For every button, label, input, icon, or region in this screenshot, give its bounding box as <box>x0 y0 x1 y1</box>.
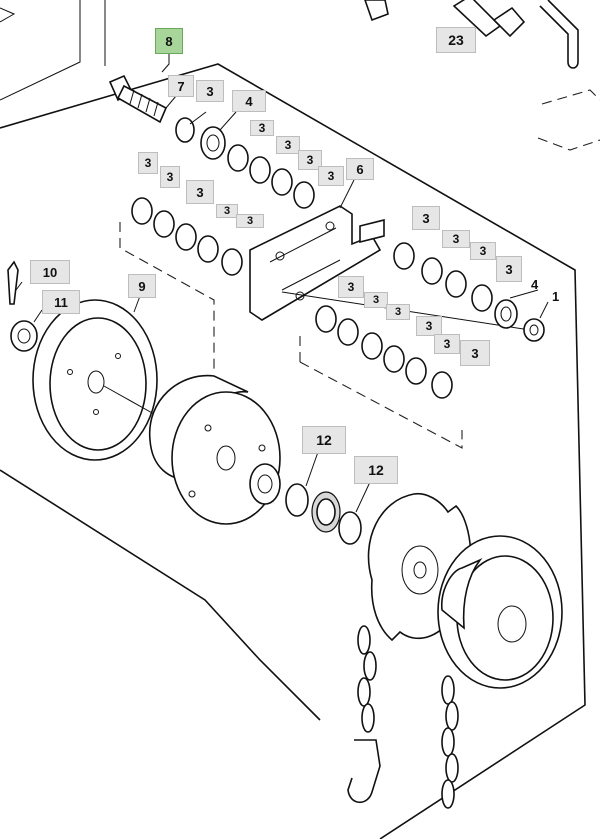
callout-8-selected[interactable]: 8 <box>155 28 183 54</box>
washer-row-a1 <box>227 144 249 172</box>
wheel-9-drawing <box>32 299 158 461</box>
callout-3-row-b2[interactable]: 3 <box>160 166 180 188</box>
callout-3-row-b5[interactable]: 3 <box>236 214 264 228</box>
label-1[interactable]: 1 <box>552 289 560 304</box>
washer-row-d3 <box>361 332 383 360</box>
callout-3-row-d6[interactable]: 3 <box>460 340 490 366</box>
callout-3-row-a1[interactable]: 3 <box>250 120 274 136</box>
callout-23[interactable]: 23 <box>436 27 476 53</box>
callout-3-bolt[interactable]: 3 <box>196 80 224 102</box>
gear-drawing <box>311 491 341 533</box>
washer-row-a4 <box>293 181 315 209</box>
callout-12-washer[interactable]: 12 <box>354 456 398 484</box>
washer-row-b2 <box>153 210 175 238</box>
group-outline <box>0 63 586 839</box>
washer-row-a2 <box>249 156 271 184</box>
wheel-right-drawing <box>437 535 563 689</box>
washer-12b-drawing <box>338 511 362 545</box>
callout-12-gear[interactable]: 12 <box>302 426 346 454</box>
callout-3-row-b1[interactable]: 3 <box>138 152 158 174</box>
washer-row-d2 <box>337 318 359 346</box>
washer-row-b3 <box>175 223 197 251</box>
washer-row-d4 <box>383 345 405 373</box>
washer-row-c2 <box>421 257 443 285</box>
bushing-drawing <box>249 463 281 505</box>
washer-row-c4 <box>471 284 493 312</box>
callout-6[interactable]: 6 <box>346 158 374 180</box>
page-frame-left <box>0 0 81 101</box>
washer-12-drawing <box>285 483 309 517</box>
callout-3-row-a3[interactable]: 3 <box>298 150 322 170</box>
callout-7[interactable]: 7 <box>168 75 194 97</box>
callout-3-row-d2[interactable]: 3 <box>364 292 388 308</box>
washer-row-b5 <box>221 248 243 276</box>
callout-4-upper[interactable]: 4 <box>232 90 266 112</box>
nut-4-upper <box>200 126 226 160</box>
group-outline-lower <box>0 469 321 721</box>
bolt-23-drawing <box>452 0 526 38</box>
washer-row-d1 <box>315 305 337 333</box>
nut-1 <box>523 318 545 342</box>
leader-lines <box>15 54 549 513</box>
callout-3-row-c3[interactable]: 3 <box>470 242 496 260</box>
plate-6-drawing <box>249 205 385 321</box>
dashed-guide-right <box>299 361 463 449</box>
washer-row-c1 <box>393 242 415 270</box>
washer-row-a3 <box>271 168 293 196</box>
nut-4-right <box>494 299 518 329</box>
callout-3-row-d4[interactable]: 3 <box>416 316 442 336</box>
callout-3-row-d5[interactable]: 3 <box>434 334 460 354</box>
left-fragment <box>0 7 16 23</box>
callout-10[interactable]: 10 <box>30 260 70 284</box>
dashed-guide-left <box>119 222 215 372</box>
callout-3-row-c4[interactable]: 3 <box>496 256 522 282</box>
washer-row-d5 <box>405 357 427 385</box>
nut-11-drawing <box>10 320 38 352</box>
washer-row-b4 <box>197 235 219 263</box>
washer-row-c3 <box>445 270 467 298</box>
callout-3-row-a2[interactable]: 3 <box>276 136 300 154</box>
callout-3-row-d3[interactable]: 3 <box>386 304 410 320</box>
label-4-right[interactable]: 4 <box>531 277 539 292</box>
washer-row-d6 <box>431 371 453 399</box>
chain-right-drawing <box>441 675 459 809</box>
callout-3-row-b4[interactable]: 3 <box>216 204 238 218</box>
washer-row-b1 <box>131 197 153 225</box>
callout-3-row-c2[interactable]: 3 <box>442 230 470 248</box>
callout-3-row-d1[interactable]: 3 <box>338 276 364 298</box>
callout-9[interactable]: 9 <box>128 274 156 298</box>
bolt-7-drawing <box>108 74 168 124</box>
chain-left-drawing <box>347 625 381 804</box>
pin-top-drawing <box>364 0 389 22</box>
callout-11[interactable]: 11 <box>42 290 80 314</box>
washer-3-upper <box>175 117 195 143</box>
pin-10-drawing <box>7 260 19 305</box>
rod-drawing <box>539 0 579 69</box>
callout-3-row-b3[interactable]: 3 <box>186 180 214 204</box>
callout-3-row-a4[interactable]: 3 <box>318 166 344 186</box>
callout-3-row-c1[interactable]: 3 <box>412 206 440 230</box>
bracket-dashed <box>537 89 600 151</box>
